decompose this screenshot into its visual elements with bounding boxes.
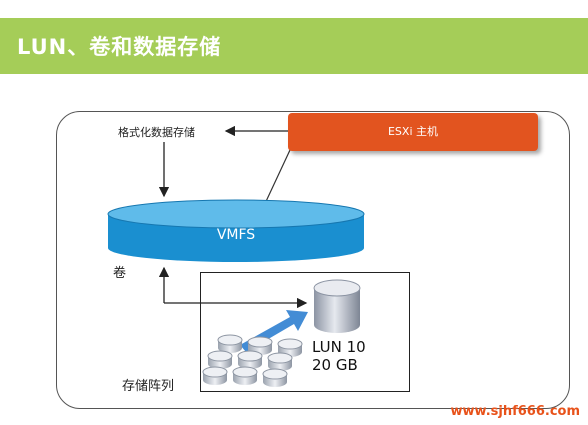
vmfs-label: VMFS	[216, 227, 256, 243]
lun-size: 20 GB	[312, 356, 358, 374]
storage-array-box	[200, 272, 410, 392]
vmfs-disk	[107, 199, 365, 262]
watermark-text: www.sjhf666.com	[450, 404, 581, 419]
volume-label: 卷	[113, 266, 127, 281]
lun-label: LUN 10 20 GB	[312, 338, 366, 374]
formatted-datastore-label: 格式化数据存储	[118, 126, 195, 139]
esxi-host-box: ESXi 主机	[288, 113, 538, 151]
diagram-frame	[56, 111, 570, 409]
storage-array-label: 存储阵列	[122, 379, 175, 394]
title-bar: LUN、卷和数据存储	[0, 18, 588, 74]
esxi-host-label: ESXi 主机	[387, 125, 439, 138]
storage-disks	[202, 334, 303, 387]
page-title: LUN、卷和数据存储	[17, 35, 222, 59]
lun-name: LUN 10	[312, 338, 366, 356]
lun-cylinder	[313, 279, 361, 333]
